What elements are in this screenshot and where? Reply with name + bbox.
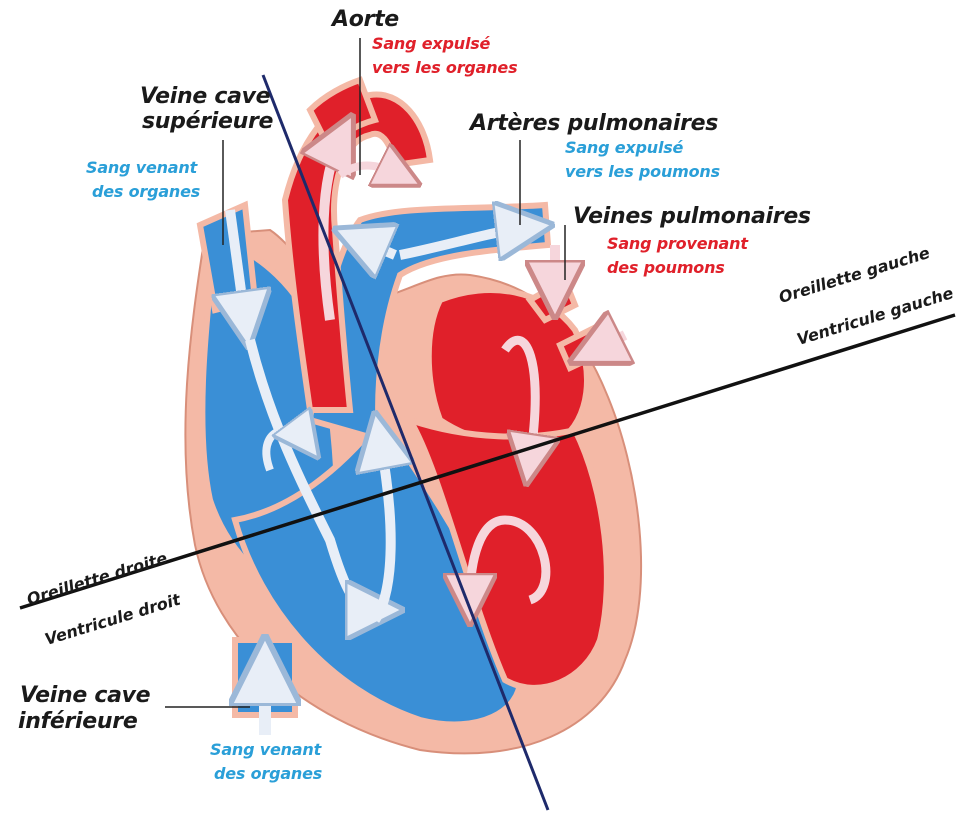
label-aorte-note-2: vers les organes — [372, 60, 517, 77]
label-veine-cave-superieure-2: supérieure — [142, 110, 273, 133]
label-vci-note-1: Sang venant — [210, 742, 321, 759]
label-veines-pulmonaires: Veines pulmonaires — [573, 205, 811, 228]
label-aorte: Aorte — [332, 8, 399, 31]
label-arteres-pulmonaires: Artères pulmonaires — [470, 112, 718, 135]
label-vci-note-2: des organes — [214, 766, 322, 783]
label-veines-note-2: des poumons — [607, 260, 725, 277]
label-veine-cave-inferieure-2: inférieure — [18, 710, 137, 733]
label-veine-cave-inferieure-1: Veine cave — [20, 684, 150, 707]
label-vcs-note-2: des organes — [92, 184, 200, 201]
label-aorte-note-1: Sang expulsé — [372, 36, 490, 53]
flow-arrow-aorta-out — [340, 166, 400, 175]
label-arteres-note-2: vers les poumons — [565, 164, 720, 181]
label-veine-cave-superieure-1: Veine cave — [140, 85, 270, 108]
label-veines-note-1: Sang provenant — [607, 236, 748, 253]
label-arteres-note-1: Sang expulsé — [565, 140, 683, 157]
label-vcs-note-1: Sang venant — [86, 160, 197, 177]
